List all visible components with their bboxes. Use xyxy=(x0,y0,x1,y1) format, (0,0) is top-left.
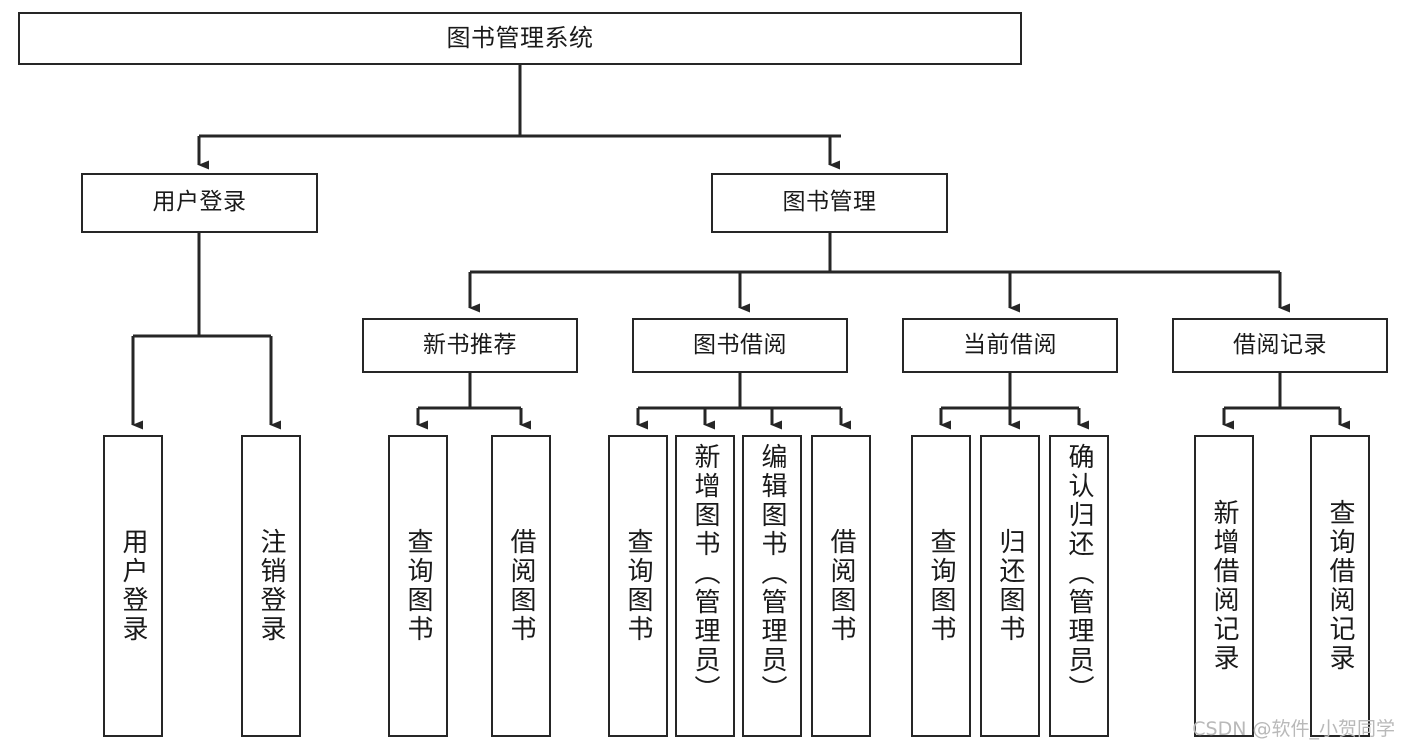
node-leaf-user-logout-label: 注销登录 xyxy=(256,528,286,644)
node-leaf-confirm-return[interactable]: 确认归还（管理员） xyxy=(1049,435,1109,737)
node-leaf-query-book-1-label: 查询图书 xyxy=(403,528,433,644)
node-leaf-query-record-label: 查询借阅记录 xyxy=(1325,499,1355,673)
node-borrow-record[interactable]: 借阅记录 xyxy=(1172,318,1388,373)
node-leaf-edit-book[interactable]: 编辑图书（管理员） xyxy=(742,435,802,737)
node-current-borrow-label: 当前借阅 xyxy=(963,331,1057,358)
node-root[interactable]: 图书管理系统 xyxy=(18,12,1022,65)
node-leaf-return-book-label: 归还图书 xyxy=(995,528,1025,644)
node-leaf-user-logout[interactable]: 注销登录 xyxy=(241,435,301,737)
node-book-management[interactable]: 图书管理 xyxy=(711,173,948,233)
node-leaf-borrow-book-1-label: 借阅图书 xyxy=(506,528,536,644)
watermark: CSDN @软件_小贺同学 xyxy=(1192,718,1395,740)
node-leaf-add-book[interactable]: 新增图书（管理员） xyxy=(675,435,735,737)
node-current-borrow[interactable]: 当前借阅 xyxy=(902,318,1118,373)
node-book-management-label: 图书管理 xyxy=(782,189,877,216)
node-user-login[interactable]: 用户登录 xyxy=(81,173,318,233)
node-book-borrow[interactable]: 图书借阅 xyxy=(632,318,848,373)
node-book-borrow-label: 图书借阅 xyxy=(693,331,787,358)
node-leaf-query-book-3-label: 查询图书 xyxy=(926,528,956,644)
node-new-book-recommend[interactable]: 新书推荐 xyxy=(362,318,578,373)
node-leaf-borrow-book-2[interactable]: 借阅图书 xyxy=(811,435,871,737)
node-leaf-borrow-book-1[interactable]: 借阅图书 xyxy=(491,435,551,737)
node-leaf-query-book-2[interactable]: 查询图书 xyxy=(608,435,668,737)
node-leaf-edit-book-label: 编辑图书（管理员） xyxy=(757,443,787,704)
node-user-login-label: 用户登录 xyxy=(152,189,247,216)
node-borrow-record-label: 借阅记录 xyxy=(1233,331,1327,358)
node-root-label: 图书管理系统 xyxy=(446,24,594,53)
node-leaf-add-book-label: 新增图书（管理员） xyxy=(690,443,720,704)
node-leaf-query-book-1[interactable]: 查询图书 xyxy=(388,435,448,737)
node-leaf-query-record[interactable]: 查询借阅记录 xyxy=(1310,435,1370,737)
node-leaf-user-login-label: 用户登录 xyxy=(118,528,148,644)
node-leaf-confirm-return-label: 确认归还（管理员） xyxy=(1064,443,1094,704)
node-leaf-query-book-3[interactable]: 查询图书 xyxy=(911,435,971,737)
node-leaf-return-book[interactable]: 归还图书 xyxy=(980,435,1040,737)
node-leaf-user-login[interactable]: 用户登录 xyxy=(103,435,163,737)
node-leaf-add-record-label: 新增借阅记录 xyxy=(1209,499,1239,673)
node-new-book-recommend-label: 新书推荐 xyxy=(423,331,517,358)
node-leaf-borrow-book-2-label: 借阅图书 xyxy=(826,528,856,644)
node-leaf-add-record[interactable]: 新增借阅记录 xyxy=(1194,435,1254,737)
node-leaf-query-book-2-label: 查询图书 xyxy=(623,528,653,644)
